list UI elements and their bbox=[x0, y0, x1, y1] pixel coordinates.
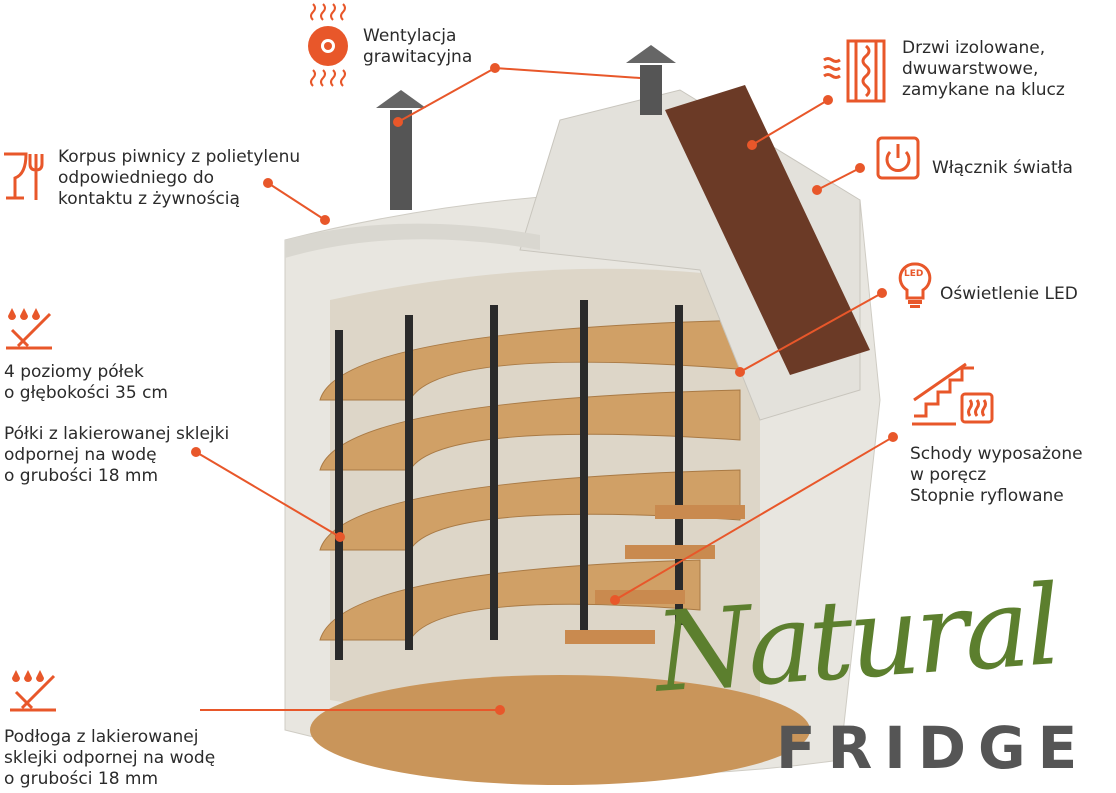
food-safe-icon bbox=[4, 152, 44, 200]
fan-icon bbox=[308, 3, 348, 87]
insulated-door-icon bbox=[823, 39, 886, 103]
floor bbox=[310, 675, 810, 785]
callout-lines bbox=[191, 63, 898, 715]
chimney-left bbox=[376, 90, 426, 210]
shelf-posts bbox=[335, 300, 683, 660]
led-lighting-label: Oświetlenie LED bbox=[940, 284, 1078, 304]
shelves bbox=[319, 319, 751, 641]
heated-stairs-icon bbox=[912, 362, 994, 426]
stairs-label: Schody wyposażone w poręcz Stopnie ryflo… bbox=[910, 444, 1083, 506]
roof bbox=[285, 85, 870, 421]
door-label: Drzwi izolowane, dwuwarstwowe, zamykane … bbox=[902, 38, 1065, 100]
logo-word: FRIDGE bbox=[776, 714, 1090, 782]
led-bulb-icon: LED bbox=[898, 262, 932, 310]
waterproof-icon bbox=[6, 308, 52, 350]
floor-label: Podłoga z lakierowanej sklejki odpornej … bbox=[4, 727, 216, 789]
ventilation-label: Wentylacja grawitacyjna bbox=[363, 26, 473, 67]
light-switch-label: Włącznik światła bbox=[932, 158, 1073, 178]
chimney-right bbox=[626, 45, 676, 115]
waterproof-icon bbox=[10, 670, 56, 712]
body-material-label: Korpus piwnicy z polietylenu odpowiednie… bbox=[58, 147, 301, 209]
power-switch-icon bbox=[876, 136, 920, 180]
shelf-levels-label: 4 poziomy półek o głębokości 35 cm bbox=[4, 362, 168, 403]
wooden-door bbox=[665, 85, 870, 375]
shelf-material-label: Półki z lakierowanej sklejki odpornej na… bbox=[4, 424, 230, 486]
